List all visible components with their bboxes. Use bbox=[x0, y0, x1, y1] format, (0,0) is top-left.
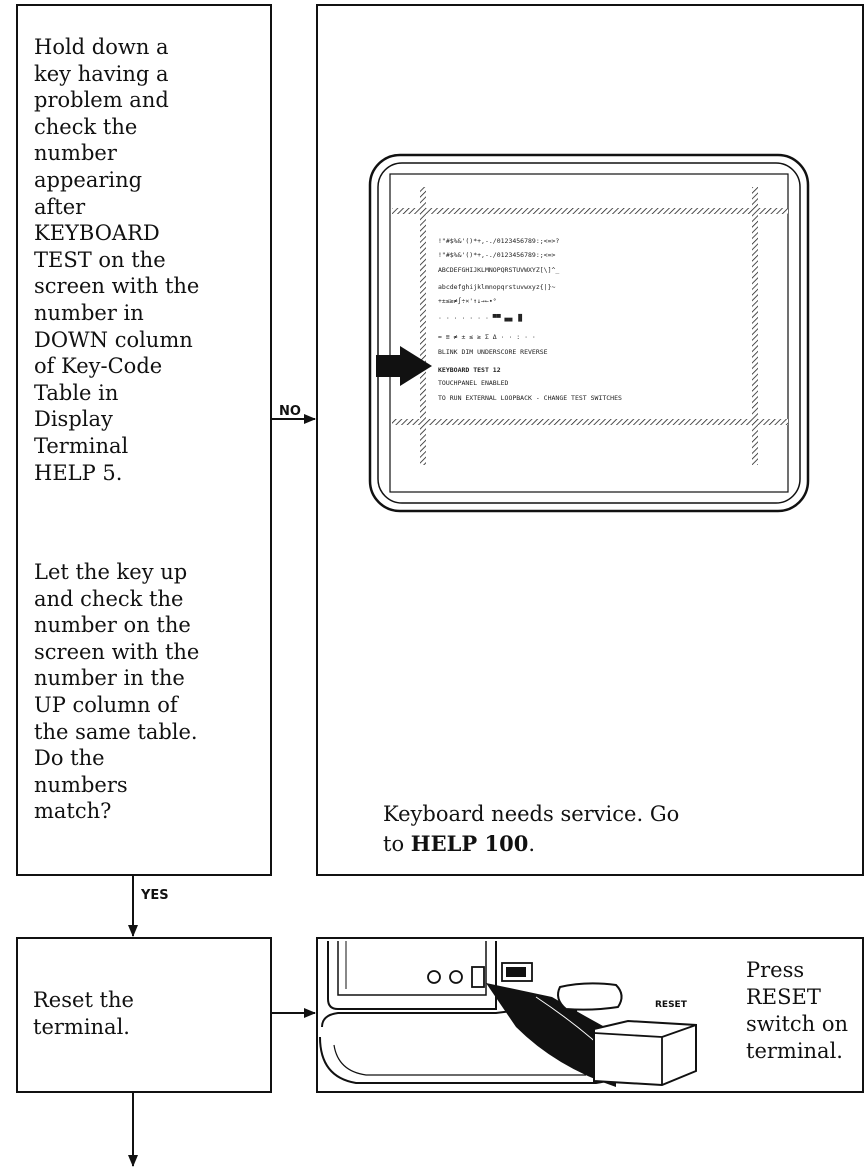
reset-switch-label: RESET bbox=[655, 1000, 688, 1010]
service-line-2: to HELP 100. bbox=[383, 829, 679, 859]
no-label: NO bbox=[279, 404, 301, 419]
reset-step-text: Reset the terminal. bbox=[33, 988, 134, 1039]
screen-text-rows: !"#$%&'()*+,-./0123456789:;<=>? !"#$%&'()… bbox=[438, 237, 622, 402]
right-hatch-bar bbox=[752, 187, 758, 465]
reset-switch-fill bbox=[506, 967, 526, 977]
screen-bezel bbox=[337, 941, 487, 996]
screen-row: TOUCHPANEL ENABLED bbox=[438, 379, 509, 387]
yes-label: YES bbox=[141, 888, 169, 903]
reset-step-box: Reset the terminal. bbox=[16, 937, 272, 1093]
monitor-outline bbox=[327, 941, 497, 1010]
keyboard-test-row: KEYBOARD TEST 12 bbox=[438, 366, 501, 374]
screen-row: ABCDEFGHIJKLMNOPQRSTUVWXYZ[\]^_ bbox=[438, 266, 559, 274]
knob-icon bbox=[449, 970, 463, 984]
reset-switch-enlarged-icon bbox=[593, 1019, 697, 1087]
screen-row: !"#$%&'()*+,-./0123456789:;<=> bbox=[438, 251, 555, 259]
service-suffix: . bbox=[528, 832, 536, 856]
terminal-illustration: RESET bbox=[319, 941, 697, 1087]
service-message: Keyboard needs service. Go to HELP 100. bbox=[383, 800, 679, 859]
pointer-arrow-icon bbox=[376, 346, 432, 386]
screen-row: · · · · · · · ▀▀ ▄▄ ▐▌ bbox=[438, 313, 524, 322]
service-line-1: Keyboard needs service. Go bbox=[383, 802, 680, 826]
knob-icon bbox=[427, 970, 441, 984]
finger-icon bbox=[557, 982, 623, 1011]
screen-row: !"#$%&'()*+,-./0123456789:;<=>? bbox=[438, 237, 559, 245]
question-text-second: Let the key up and check the number on t… bbox=[34, 560, 200, 824]
screen-row: abcdefghijklmnopqrstuvwxyz{|}~ bbox=[438, 283, 555, 291]
reset-switch-edges bbox=[593, 1024, 697, 1085]
screen-area bbox=[389, 173, 789, 493]
base-inner bbox=[333, 1044, 586, 1076]
callout-wedge bbox=[486, 983, 616, 1087]
question-box: Hold down a key having a problem and che… bbox=[16, 4, 272, 876]
question-text: Hold down a key having a problem and che… bbox=[34, 35, 200, 485]
service-prefix: to bbox=[383, 832, 411, 856]
base-top bbox=[321, 1001, 577, 1037]
switch-slot-icon bbox=[471, 966, 485, 988]
screen-row: TO RUN EXTERNAL LOOPBACK - CHANGE TEST S… bbox=[438, 394, 622, 402]
bottom-hatch-bar bbox=[392, 419, 788, 425]
top-hatch-bar bbox=[392, 208, 788, 214]
screen-row: BLINK DIM UNDERSCORE REVERSE bbox=[438, 348, 548, 356]
screen-row: +±≤≥≠∫÷×'↑↓→←∙° bbox=[438, 297, 497, 305]
display-screen-illustration: !"#$%&'()*+,-./0123456789:;<=>? !"#$%&'()… bbox=[368, 153, 810, 513]
reset-illustration-panel: RESET Press RESET switch on terminal. bbox=[316, 937, 864, 1093]
help-100-reference: HELP 100 bbox=[410, 831, 529, 856]
screen-inner-frame bbox=[377, 162, 801, 504]
screen-row: ≈ ≡ ≠ ± ≤ ≥ Σ Δ · · : · · bbox=[438, 333, 536, 341]
press-reset-instruction: Press RESET switch on terminal. bbox=[746, 958, 849, 1063]
left-hatch-bar bbox=[420, 187, 426, 465]
